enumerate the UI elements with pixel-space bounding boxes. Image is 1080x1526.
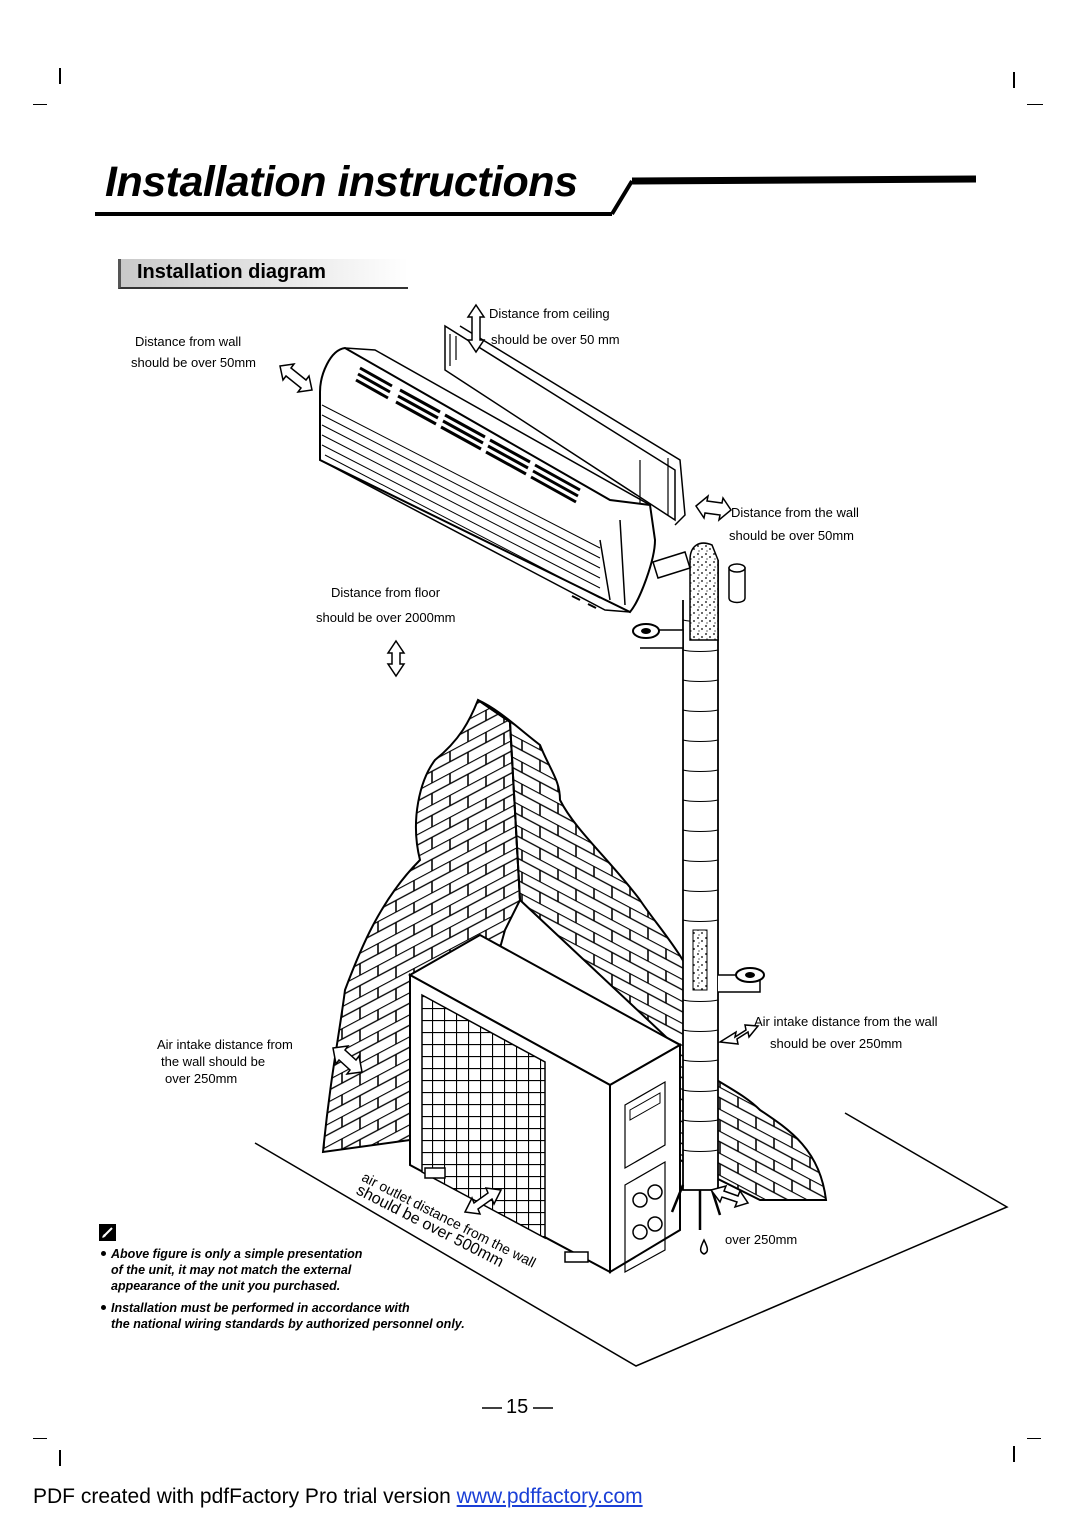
right-wall-distance-line1: Distance from the wall: [731, 505, 859, 520]
footer-link[interactable]: www.pdffactory.com: [456, 1485, 643, 1508]
section-title: Installation diagram: [118, 259, 408, 289]
note1-line2: of the unit, it may not match the extern…: [111, 1263, 352, 1277]
crop-mark-bl-h: [33, 1438, 47, 1439]
note-bullet: [101, 1305, 106, 1310]
ceiling-distance-line2: should be over 50 mm: [491, 332, 620, 347]
crop-mark-tl-h: [33, 104, 47, 105]
outlet-distance-line1: air outlet distance from the wall: [359, 1168, 539, 1271]
footer-text: PDF created with pdfFactory Pro trial ve…: [33, 1485, 457, 1508]
left-intake-line2: the wall should be: [161, 1054, 266, 1069]
floor-distance-line2: should be over 2000mm: [316, 610, 456, 625]
crop-mark-bl-v: [59, 1450, 61, 1466]
note-bullet: [101, 1251, 106, 1256]
section-title-text: Installation diagram: [137, 261, 326, 283]
double-arrow-icon: [279, 303, 760, 1215]
right-intake-line2: should be over 250mm: [770, 1036, 903, 1051]
water-drop-icon: [699, 1238, 709, 1255]
page-number: 15: [506, 1396, 529, 1418]
page-title: Installation instructions: [105, 158, 578, 206]
side-clearance-label: over 250mm: [725, 1232, 798, 1247]
note1-line3: appearance of the unit you purchased.: [111, 1279, 341, 1293]
pdf-footer: PDF created with pdfFactory Pro trial ve…: [33, 1485, 643, 1509]
right-wall-distance-line2: should be over 50mm: [729, 528, 855, 543]
right-intake-line1: Air intake distance from the wall: [754, 1014, 938, 1029]
crop-mark-tl-v: [59, 68, 61, 84]
floor-distance-line1: Distance from floor: [331, 585, 441, 600]
note1-line1: Above figure is only a simple presentati…: [111, 1247, 363, 1261]
ceiling-distance-line1: Distance from ceiling: [489, 306, 610, 321]
note2-line1: Installation must be performed in accord…: [111, 1301, 410, 1315]
note2-line2: the national wiring standards by authori…: [111, 1317, 465, 1331]
crop-mark-tr-h: [1027, 104, 1043, 105]
crop-mark-br-h: [1027, 1438, 1041, 1439]
crop-mark-tr-v: [1013, 72, 1015, 88]
crop-mark-br-v: [1013, 1446, 1015, 1462]
left-wall-distance-line1: Distance from wall: [135, 334, 242, 349]
left-intake-line1: Air intake distance from: [157, 1037, 293, 1052]
left-wall-distance-line2: should be over 50mm: [131, 355, 257, 370]
left-intake-line3: over 250mm: [165, 1071, 238, 1086]
